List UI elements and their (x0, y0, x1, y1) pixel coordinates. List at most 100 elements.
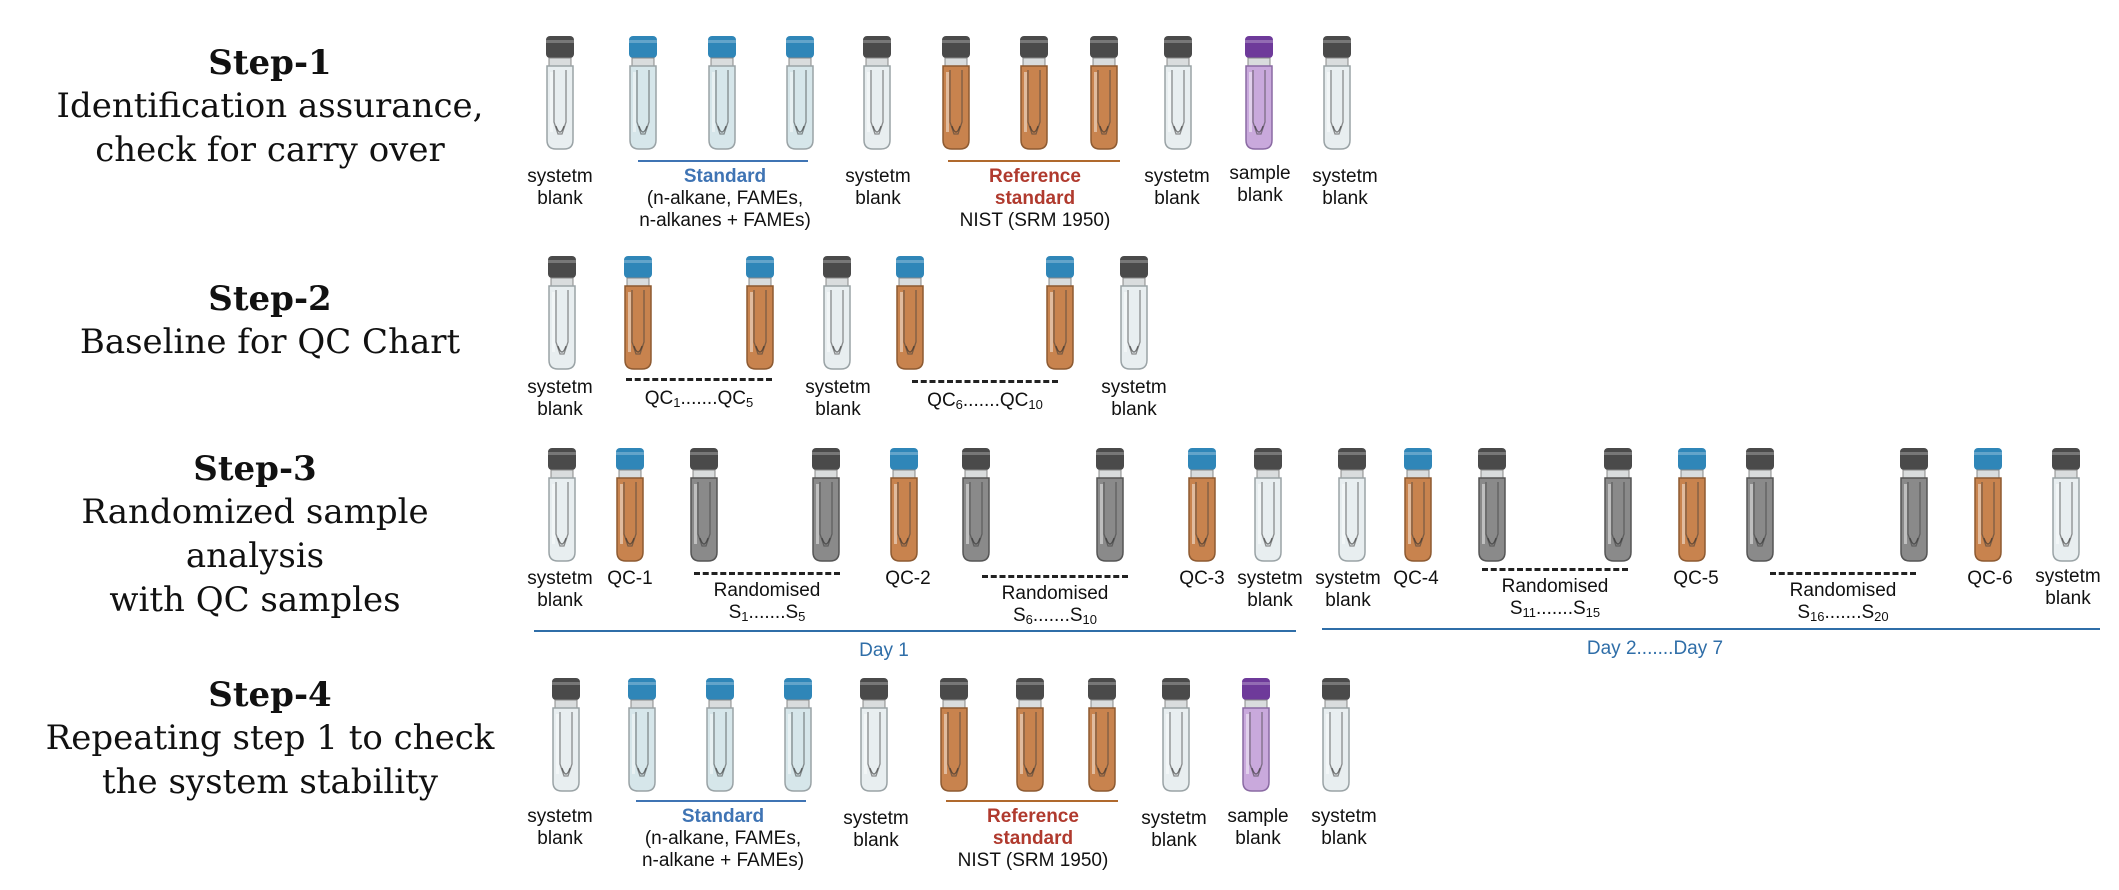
step-number: Step-3 (193, 449, 317, 489)
randomised-dash (1770, 572, 1916, 575)
vial-amber-blue-cap (896, 256, 924, 370)
vial-clear-black-cap (860, 678, 888, 792)
step-number: Step-1 (208, 43, 332, 83)
vial-amber-black-cap (1088, 678, 1116, 792)
vial-amber-blue-cap (1974, 448, 2002, 562)
vial-clear-black-cap (1322, 678, 1350, 792)
standard-bracket-line (636, 800, 806, 802)
label-qc-4: QC-4 (1393, 568, 1439, 589)
vial-amber-blue-cap (890, 448, 918, 562)
reference-bracket-line (948, 160, 1120, 162)
step-1-title: Step-1 Identification assurance, check f… (30, 42, 510, 172)
vial-clear-black-cap (863, 36, 891, 150)
step-description-line1: Baseline for QC Chart (79, 322, 461, 362)
vial-amber-blue-cap (1404, 448, 1432, 562)
vial-grey-black-cap (1096, 448, 1124, 562)
label-standard: Standard(n-alkane, FAMEs,n-alkanes + FAM… (639, 166, 811, 231)
step-description-line1: Randomized sample analysis (81, 492, 429, 576)
vial-clear-blue-cap (629, 36, 657, 150)
randomised-dash (982, 575, 1128, 578)
step-description-line2: the system stability (101, 762, 439, 802)
step-description-line2: check for carry over (95, 130, 445, 170)
qc-range-dash (626, 378, 772, 381)
vial-clear-blue-cap (628, 678, 656, 792)
vial-clear-blue-cap (708, 36, 736, 150)
vial-grey-black-cap (1746, 448, 1774, 562)
vial-amber-black-cap (1020, 36, 1048, 150)
vial-clear-black-cap (552, 678, 580, 792)
vial-clear-black-cap (548, 256, 576, 370)
label-qc-range-6-10: QC6.......QC10 (927, 390, 1043, 412)
vial-clear-black-cap (1338, 448, 1366, 562)
vial-amber-blue-cap (616, 448, 644, 562)
step-description-line1: Identification assurance, (56, 86, 484, 126)
randomised-dash (1482, 568, 1628, 571)
step-number: Step-2 (208, 279, 332, 319)
label-day-1: Day 1 (859, 640, 909, 661)
randomised-dash (694, 572, 840, 575)
step-number: Step-4 (208, 675, 332, 715)
vial-amber-blue-cap (1046, 256, 1074, 370)
label-day-2-7: Day 2.......Day 7 (1586, 638, 1724, 659)
day1-line (534, 630, 1296, 632)
qc-range-dash (912, 380, 1058, 383)
vial-grey-black-cap (1900, 448, 1928, 562)
vial-amber-blue-cap (746, 256, 774, 370)
vial-amber-black-cap (940, 678, 968, 792)
vial-clear-black-cap (1120, 256, 1148, 370)
label-qc-6: QC-6 (1967, 568, 2013, 589)
vial-purple-purple-cap (1245, 36, 1273, 150)
reference-bracket-line (946, 800, 1118, 802)
label-qc-1: QC-1 (607, 568, 653, 589)
step-3-title: Step-3 Randomized sample analysis with Q… (10, 448, 500, 622)
label-qc-5: QC-5 (1673, 568, 1719, 589)
label-standard: Standard(n-alkane, FAMEs,n-alkane + FAME… (641, 806, 805, 871)
step-description-line1: Repeating step 1 to check (45, 718, 495, 758)
vial-grey-black-cap (1478, 448, 1506, 562)
vial-clear-black-cap (548, 448, 576, 562)
vial-amber-black-cap (942, 36, 970, 150)
vial-amber-black-cap (1090, 36, 1118, 150)
vial-grey-black-cap (962, 448, 990, 562)
vial-amber-blue-cap (1678, 448, 1706, 562)
vial-grey-black-cap (812, 448, 840, 562)
vial-clear-blue-cap (786, 36, 814, 150)
label-qc-2: QC-2 (885, 568, 931, 589)
vial-clear-black-cap (1162, 678, 1190, 792)
vial-amber-black-cap (1016, 678, 1044, 792)
vial-clear-black-cap (1323, 36, 1351, 150)
label-qc-range-1-5: QC1.......QC5 (644, 388, 754, 410)
vial-grey-black-cap (690, 448, 718, 562)
standard-bracket-line (638, 160, 808, 162)
step-description-line2: with QC samples (109, 580, 401, 620)
vial-clear-blue-cap (784, 678, 812, 792)
vial-clear-black-cap (546, 36, 574, 150)
step-4-title: Step-4 Repeating step 1 to check the sys… (30, 674, 510, 804)
label-qc-3: QC-3 (1179, 568, 1225, 589)
step-2-title: Step-2 Baseline for QC Chart (30, 278, 510, 364)
vial-grey-black-cap (1604, 448, 1632, 562)
vial-clear-blue-cap (706, 678, 734, 792)
day2-7-line (1322, 628, 2100, 630)
vial-purple-purple-cap (1242, 678, 1270, 792)
vial-clear-black-cap (2052, 448, 2080, 562)
